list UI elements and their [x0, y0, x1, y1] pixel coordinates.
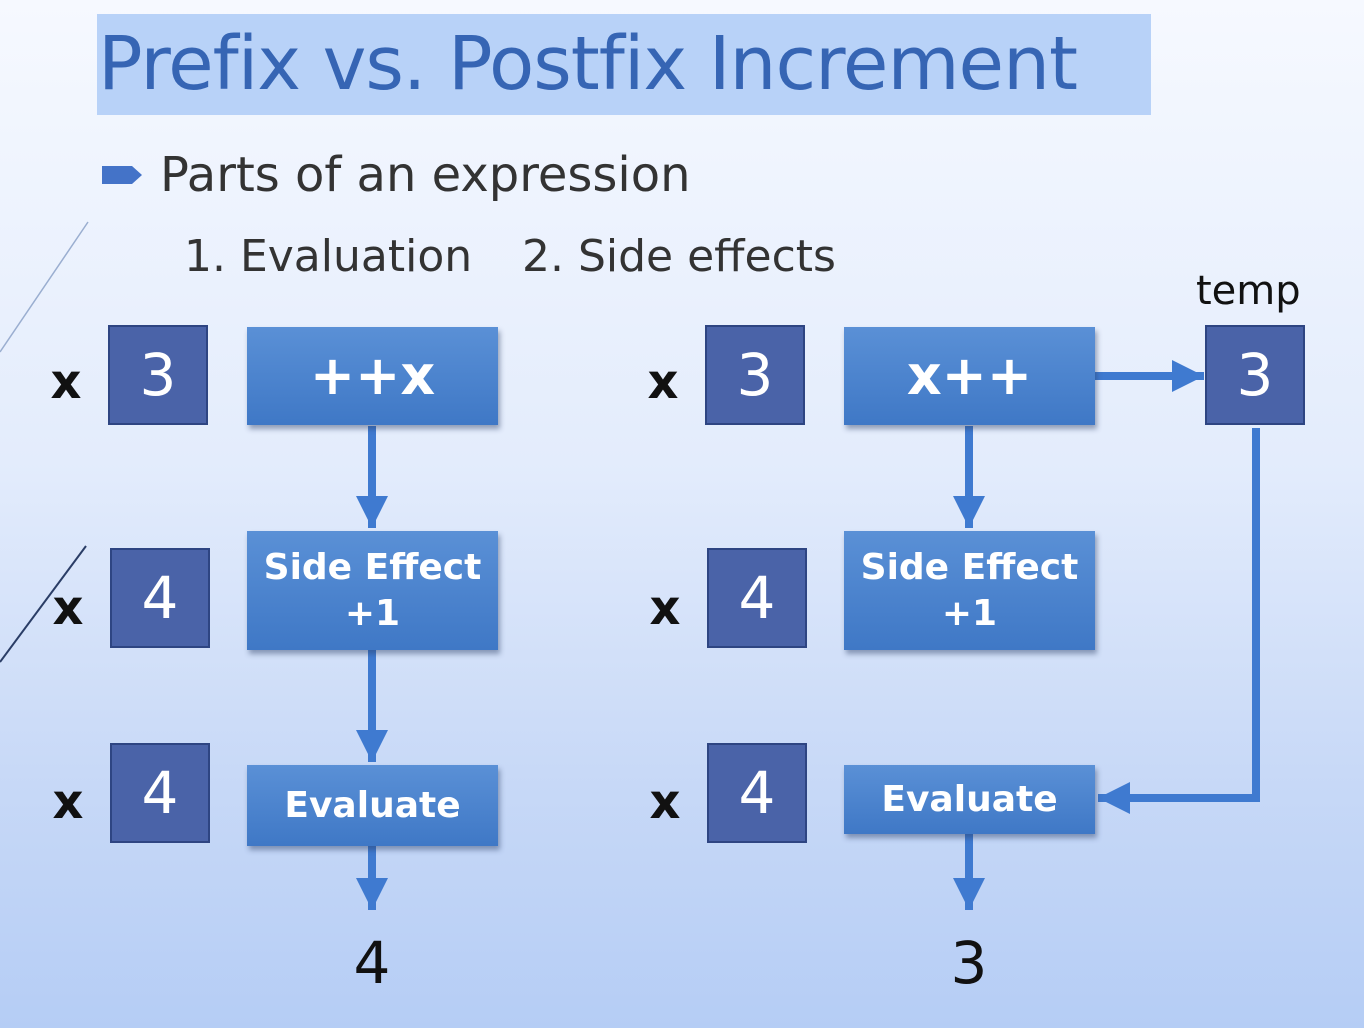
temp-label: temp — [1196, 268, 1301, 314]
bullet-arrow-icon — [102, 166, 142, 184]
slide-title: Prefix vs. Postfix Increment — [98, 21, 1078, 107]
postfix-side-effect-box: Side Effect +1 — [844, 531, 1095, 650]
prefix-side-effect-amount: +1 — [344, 592, 401, 634]
postfix-evaluate-box: Evaluate — [844, 765, 1095, 834]
postfix-evaluate-label: Evaluate — [881, 778, 1058, 820]
postfix-x-value-3: 4 — [707, 743, 807, 843]
prefix-x-value-2: 4 — [110, 548, 210, 648]
temp-value: 3 — [1205, 325, 1305, 425]
subpoint-side-effects: 2. Side effects — [522, 231, 836, 282]
prefix-x-label-1: x — [50, 354, 82, 410]
prefix-x-value-3: 4 — [110, 743, 210, 843]
postfix-x-value-1: 3 — [705, 325, 805, 425]
postfix-side-effect-amount: +1 — [941, 592, 998, 634]
prefix-result: 4 — [353, 929, 391, 997]
postfix-operator-box: x++ — [844, 327, 1095, 425]
prefix-evaluate-box: Evaluate — [247, 765, 498, 846]
subpoint-evaluation: 1. Evaluation — [184, 231, 473, 282]
postfix-x-label-1: x — [647, 354, 679, 410]
postfix-side-effect-label: Side Effect — [860, 546, 1079, 588]
prefix-side-effect-box: Side Effect +1 — [247, 531, 498, 650]
postfix-x-label-3: x — [649, 774, 681, 830]
prefix-evaluate-label: Evaluate — [284, 784, 461, 826]
prefix-x-value-1: 3 — [108, 325, 208, 425]
prefix-operator-label: ++x — [309, 344, 436, 407]
postfix-x-label-2: x — [649, 580, 681, 636]
prefix-x-label-3: x — [52, 774, 84, 830]
prefix-x-label-2: x — [52, 580, 84, 636]
arrow-temp-to-evaluate — [1098, 428, 1260, 814]
bullet-parts-of-expression: Parts of an expression — [160, 147, 691, 203]
prefix-side-effect-label: Side Effect — [263, 546, 482, 588]
title-highlight — [97, 14, 1151, 115]
postfix-result: 3 — [950, 929, 988, 997]
prefix-operator-box: ++x — [247, 327, 498, 425]
postfix-operator-label: x++ — [906, 344, 1033, 407]
postfix-x-value-2: 4 — [707, 548, 807, 648]
